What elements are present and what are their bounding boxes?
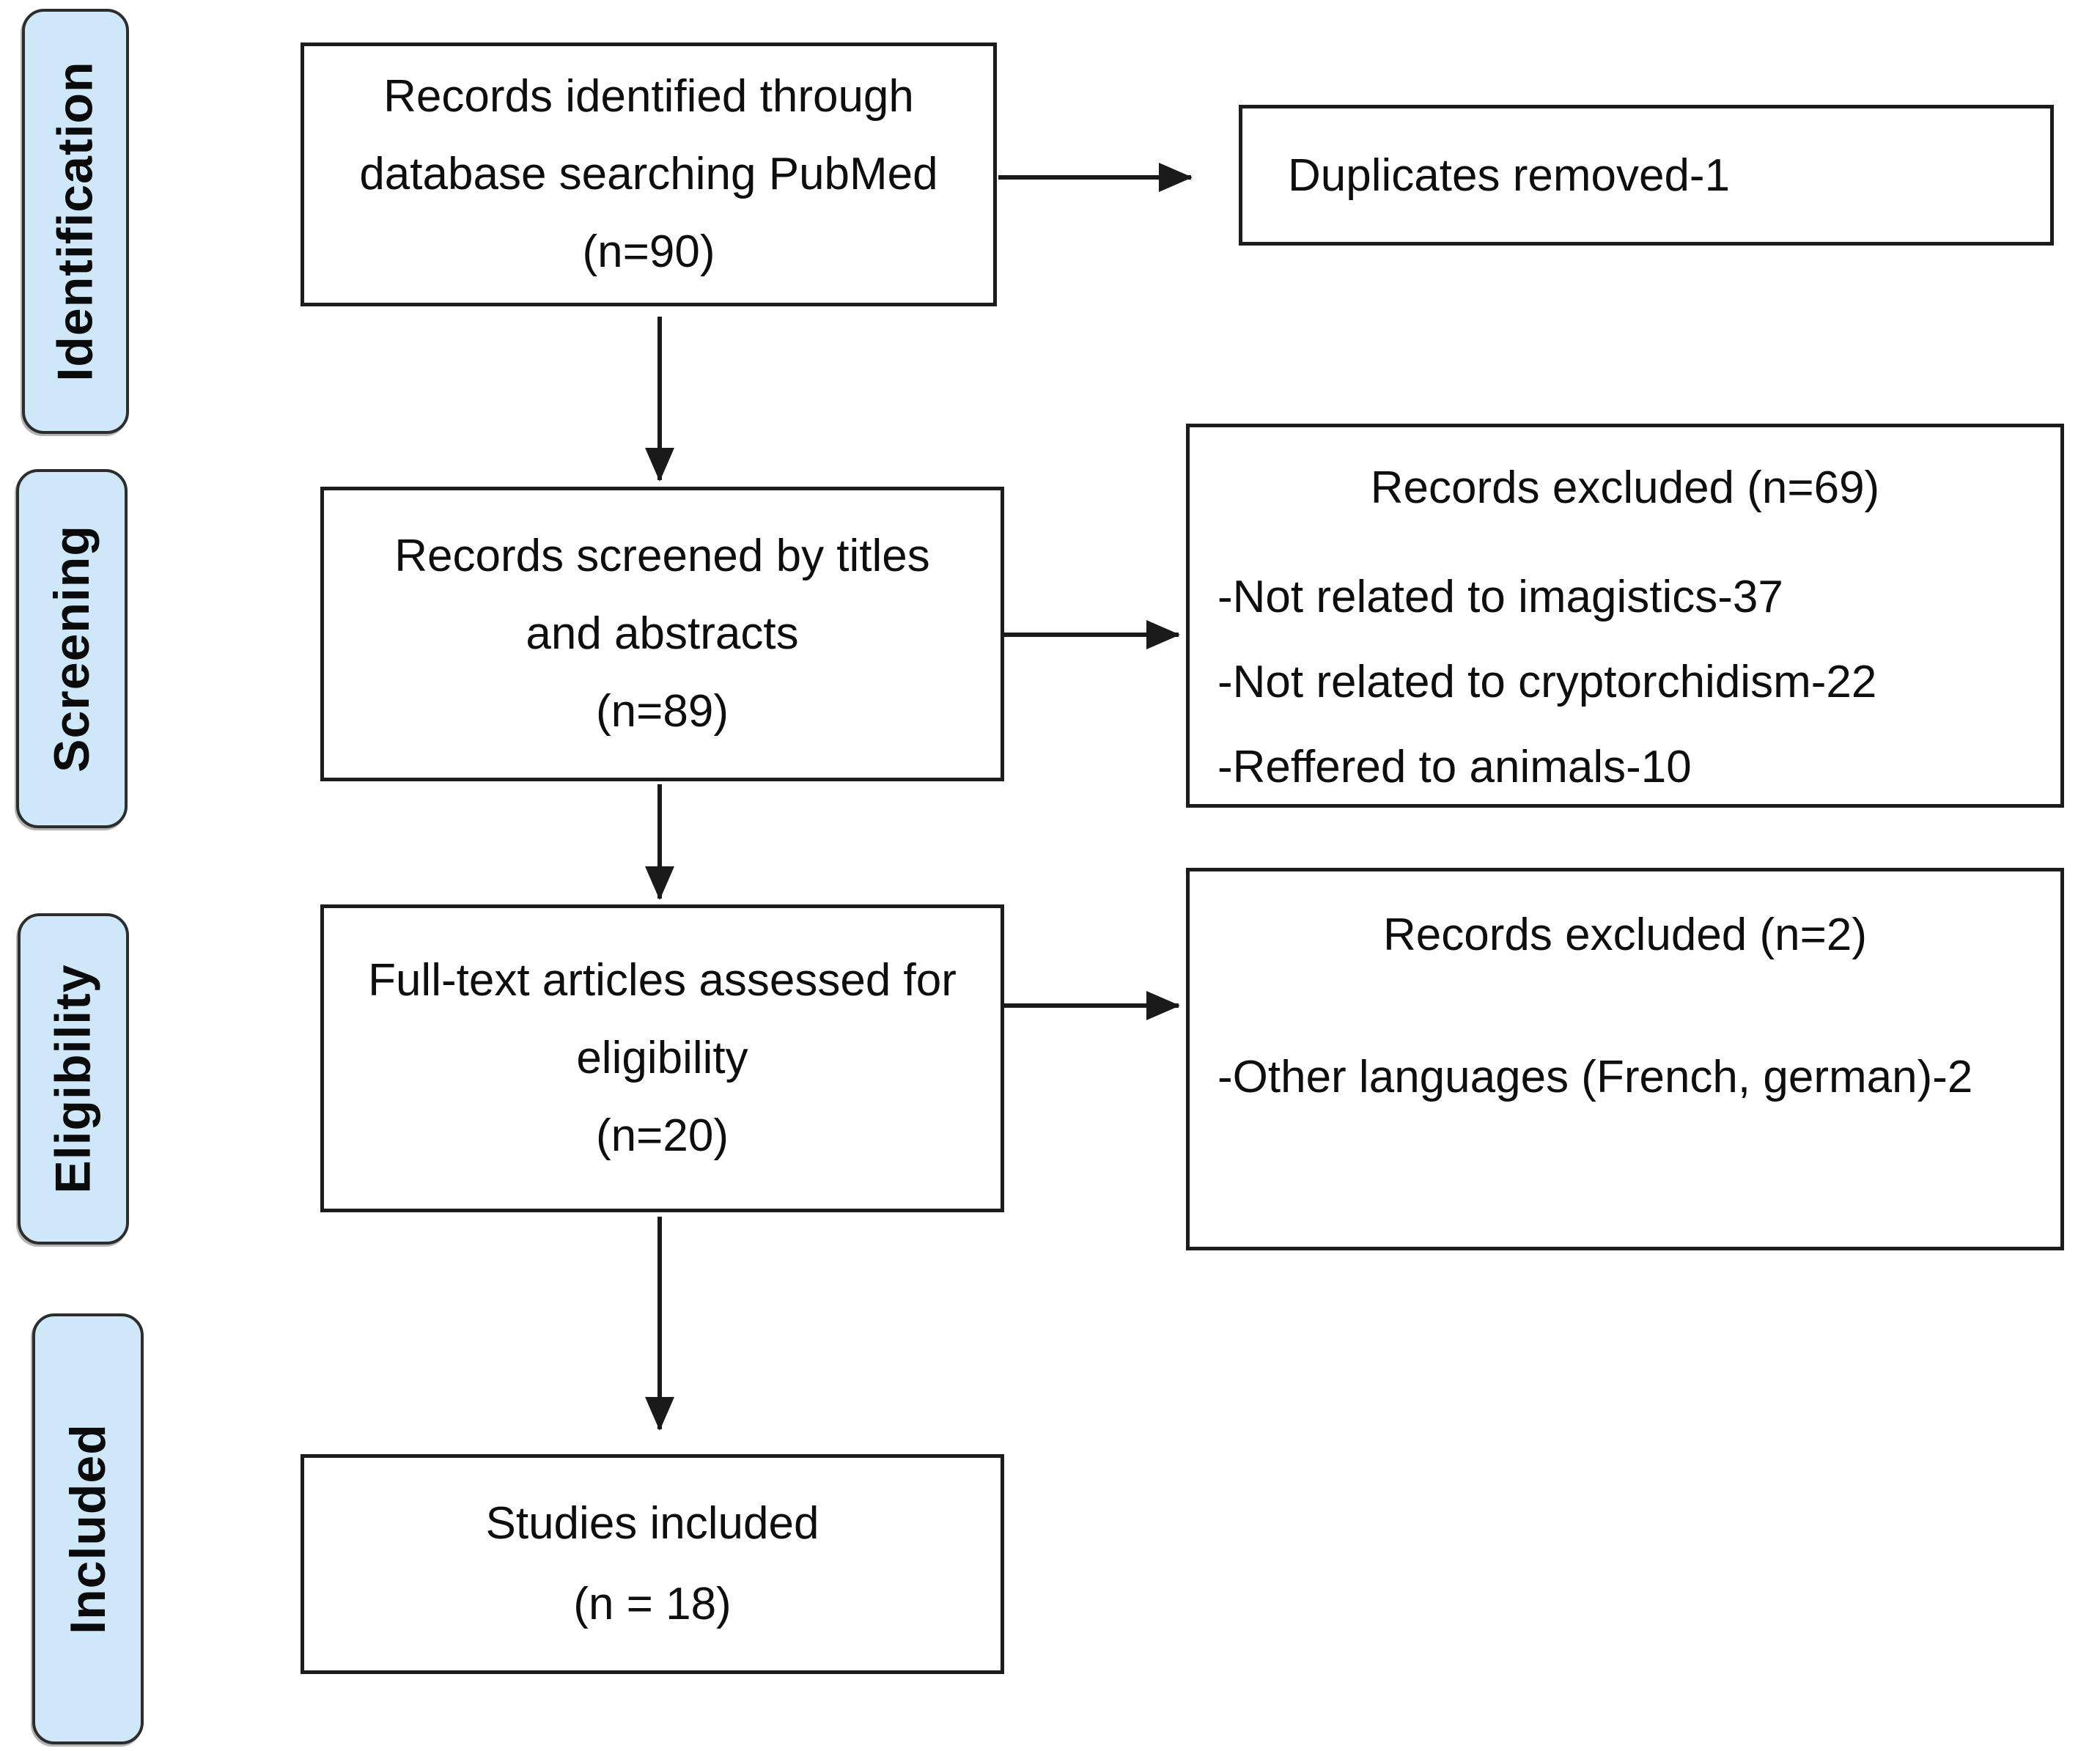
excluded-item: -Reffered to animals-10	[1217, 742, 1692, 792]
box-text-line: (n=90)	[582, 226, 715, 277]
excluded-item: -Other languages (French, german)-2	[1217, 1052, 1973, 1102]
stage-label-eligibility-text: Eligibility	[45, 964, 101, 1194]
stage-label-screening: Screening	[16, 469, 128, 828]
excluded-item: -Not related to imagistics-37	[1217, 572, 1783, 622]
box-text-line: Full-text articles assessed for	[368, 955, 957, 1006]
box-records-excluded-screening: Records excluded (n=69) -Not related to …	[1186, 424, 2064, 808]
box-text-line: Studies included	[485, 1498, 819, 1549]
excluded-items: -Other languages (French, german)-2	[1190, 1035, 2060, 1120]
stage-label-screening-text: Screening	[44, 525, 100, 773]
excluded-item: -Not related to cryptorchidism-22	[1217, 657, 1877, 707]
box-text-line: (n = 18)	[573, 1579, 732, 1629]
box-text-line: Records identified through	[383, 71, 914, 122]
stage-label-identification: Identification	[22, 9, 129, 434]
box-records-screened: Records screened by titles and abstracts…	[320, 487, 1004, 781]
box-duplicates-removed: Duplicates removed-1	[1239, 105, 2054, 246]
box-records-excluded-eligibility: Records excluded (n=2) -Other languages …	[1186, 868, 2064, 1250]
box-text-line: Records screened by titles	[394, 531, 930, 581]
excluded-items: -Not related to imagistics-37 -Not relat…	[1190, 555, 2060, 810]
box-text-line: Duplicates removed-1	[1288, 150, 1731, 201]
excluded-title: Records excluded (n=2)	[1383, 910, 1867, 960]
stage-label-identification-text: Identification	[48, 61, 104, 382]
box-fulltext-assessed: Full-text articles assessed for eligibil…	[320, 904, 1004, 1212]
box-text-line: eligibility	[576, 1033, 748, 1083]
stage-label-included-text: Included	[60, 1423, 117, 1634]
box-text-line: database searching PubMed	[359, 149, 938, 199]
stage-label-eligibility: Eligibility	[18, 913, 129, 1245]
box-records-identified: Records identified through database sear…	[301, 43, 997, 306]
stage-label-included: Included	[32, 1313, 144, 1744]
box-text-line: and abstracts	[526, 608, 799, 659]
box-studies-included: Studies included (n = 18)	[301, 1454, 1004, 1674]
box-text-line: (n=89)	[596, 686, 729, 737]
excluded-title: Records excluded (n=69)	[1370, 462, 1880, 513]
box-text-line: (n=20)	[596, 1110, 729, 1161]
